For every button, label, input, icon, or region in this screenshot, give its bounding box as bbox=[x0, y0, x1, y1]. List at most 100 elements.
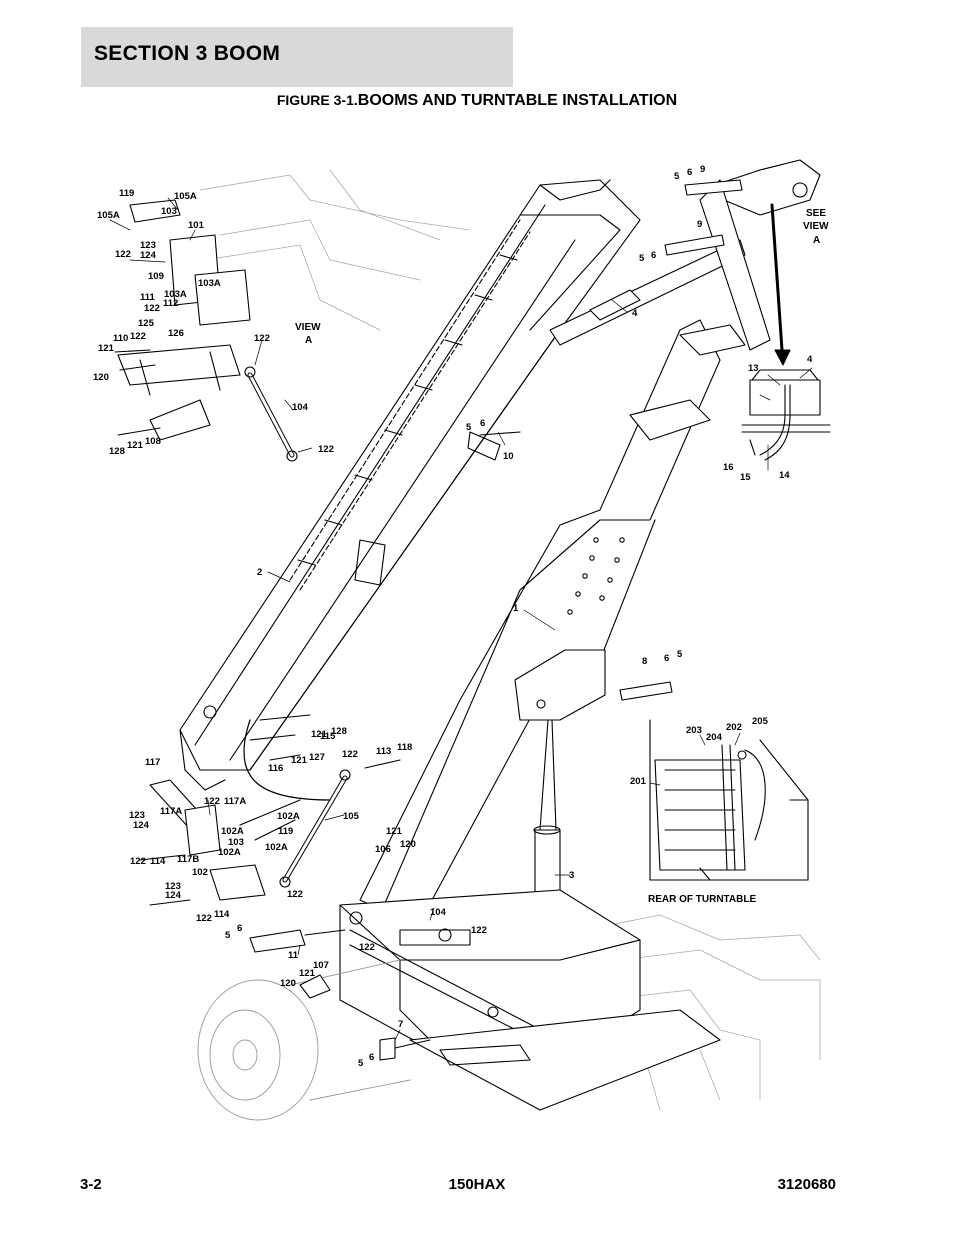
callout: 127 bbox=[309, 752, 325, 763]
callout: 104 bbox=[430, 907, 447, 918]
callout: 122 bbox=[204, 796, 220, 807]
callout: 6 bbox=[369, 1052, 374, 1063]
callout: 124 bbox=[140, 250, 157, 261]
callout: 101 bbox=[188, 220, 205, 231]
callout: 122 bbox=[471, 925, 487, 936]
callout: 105 bbox=[343, 811, 360, 822]
callout: 5 bbox=[225, 930, 231, 941]
view-a-inset bbox=[741, 369, 831, 461]
callout: 123 bbox=[140, 240, 156, 251]
callout: 120 bbox=[400, 839, 416, 850]
callout: 6 bbox=[664, 653, 669, 664]
view-a-arrow bbox=[770, 203, 791, 366]
callout: 4 bbox=[807, 354, 813, 365]
callout: 11 bbox=[288, 950, 299, 961]
callout: 121 bbox=[291, 755, 308, 766]
callout: 125 bbox=[138, 318, 155, 329]
page-number: 3-2 bbox=[80, 1176, 102, 1193]
pin-hardware bbox=[467, 179, 743, 701]
callout: 10 bbox=[503, 451, 514, 462]
callout: 121 bbox=[299, 968, 316, 979]
callout: 117B bbox=[177, 854, 199, 865]
section-header-bar bbox=[81, 27, 513, 87]
figure-caption: BOOMS AND TURNTABLE INSTALLATION bbox=[357, 92, 678, 109]
callout: 117A bbox=[160, 806, 182, 817]
callout: 5 bbox=[358, 1058, 364, 1069]
callout: 122 bbox=[196, 913, 212, 924]
callout: 203 bbox=[686, 725, 702, 736]
callout: 4 bbox=[632, 308, 638, 319]
callout: 122 bbox=[287, 889, 303, 900]
callout: 114 bbox=[150, 856, 166, 867]
callout: 14 bbox=[779, 470, 790, 481]
figure-title: FIGURE 3-1.BOOMS AND TURNTABLE INSTALLAT… bbox=[0, 92, 954, 110]
callout: 201 bbox=[630, 776, 647, 787]
callout: 124 bbox=[133, 820, 150, 831]
model-name: 150HAX bbox=[448, 1176, 506, 1193]
callout: 123 bbox=[165, 881, 181, 892]
callout: 6 bbox=[480, 418, 485, 429]
callout: 123 bbox=[129, 810, 145, 821]
callout: 105A bbox=[97, 210, 120, 221]
document-number: 3120680 bbox=[777, 1176, 836, 1193]
callout: 9 bbox=[697, 219, 702, 230]
callout: 2 bbox=[257, 567, 262, 578]
section-title: SECTION 3 BOOM bbox=[94, 42, 281, 65]
callout: 124 bbox=[165, 890, 182, 901]
callout: 3 bbox=[569, 870, 574, 881]
rear-of-turntable-label: REAR OF TURNTABLE bbox=[648, 894, 756, 905]
callout: 120 bbox=[93, 372, 109, 383]
callout: 113 bbox=[376, 746, 391, 757]
lower-boom bbox=[359, 319, 746, 911]
callout: 122 bbox=[254, 333, 270, 344]
callout: 6 bbox=[237, 923, 242, 934]
callout: 128 bbox=[331, 726, 347, 737]
see-view-label-line1: SEE bbox=[806, 208, 826, 219]
callout: 6 bbox=[687, 167, 692, 178]
callout: 116 bbox=[268, 763, 283, 774]
callout: 109 bbox=[148, 271, 164, 282]
pivot-bracket-detail bbox=[114, 199, 298, 462]
callout: 103A bbox=[198, 278, 221, 289]
vehicle-frame-background bbox=[199, 169, 821, 1111]
callout: 121 bbox=[386, 826, 403, 837]
callout: 9 bbox=[700, 164, 705, 175]
callout: 103 bbox=[161, 206, 177, 217]
callout: 128 bbox=[109, 446, 125, 457]
leveling-cylinder bbox=[549, 159, 821, 351]
callout: 104 bbox=[292, 402, 309, 413]
callout: 13 bbox=[748, 363, 759, 374]
callout: 6 bbox=[651, 250, 656, 261]
callout: 15 bbox=[740, 472, 751, 483]
callout: 122 bbox=[359, 942, 375, 953]
turntable-base bbox=[339, 889, 721, 1111]
callout: 110 bbox=[113, 333, 128, 344]
callout: 102A bbox=[265, 842, 288, 853]
callout: 119 bbox=[119, 188, 134, 199]
callout: 111 bbox=[140, 292, 156, 303]
callout: 117 bbox=[145, 757, 160, 768]
link-assembly-detail bbox=[139, 714, 431, 1061]
callout: 121 bbox=[98, 343, 115, 354]
callout: 7 bbox=[398, 1019, 403, 1030]
callout: 105A bbox=[174, 191, 197, 202]
callout: 126 bbox=[168, 328, 184, 339]
callout: 102A bbox=[277, 811, 300, 822]
callout: 119 bbox=[278, 826, 293, 837]
view-a-label-line1: VIEW bbox=[295, 322, 321, 333]
callout: 122 bbox=[144, 303, 160, 314]
callout-leaders bbox=[109, 197, 813, 1041]
callout: 5 bbox=[677, 649, 683, 660]
callout: 121 bbox=[311, 729, 328, 740]
callout: 103A bbox=[164, 289, 187, 300]
callout: 121 bbox=[127, 440, 144, 451]
callout: 5 bbox=[674, 171, 680, 182]
callout: 5 bbox=[639, 253, 645, 264]
callout: 122 bbox=[318, 444, 334, 455]
upper-boom bbox=[179, 179, 641, 791]
see-view-label-line3: A bbox=[813, 235, 820, 246]
callout: 204 bbox=[706, 732, 723, 743]
callout: 120 bbox=[280, 978, 296, 989]
callout: 122 bbox=[130, 856, 146, 867]
